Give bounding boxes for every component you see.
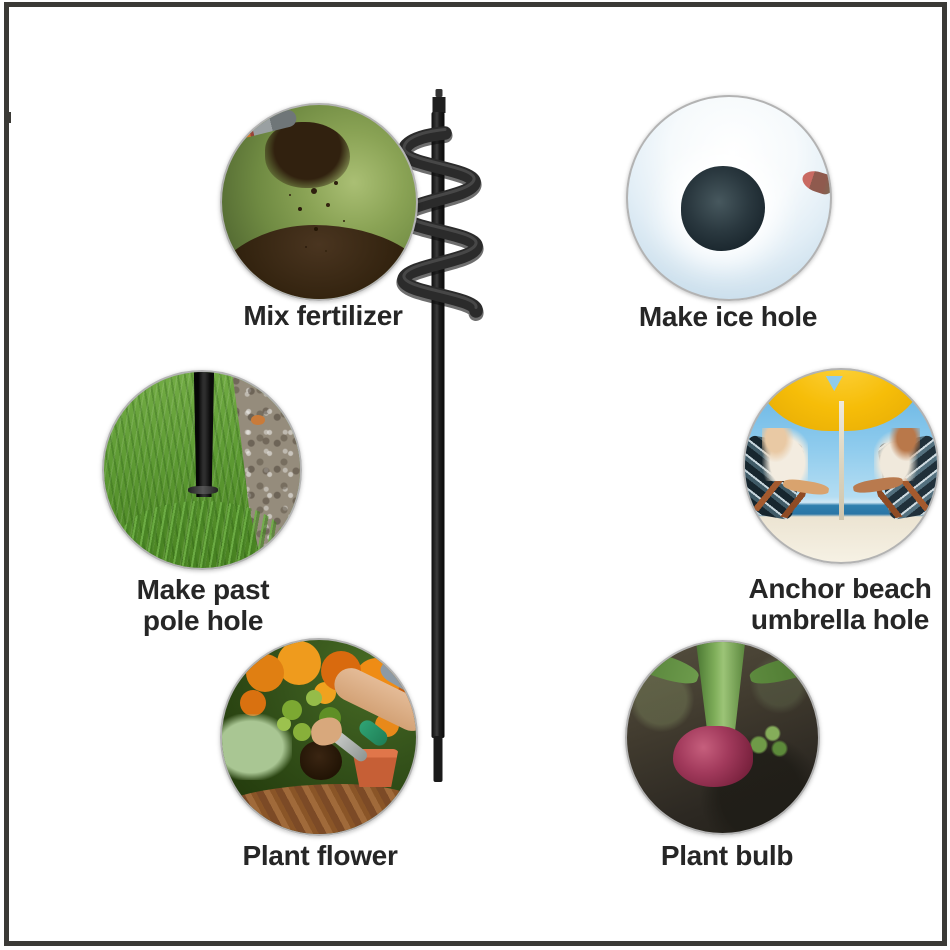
use-case-label: Make ice hole [578,301,878,332]
label-line: umbrella hole [750,604,930,635]
frame-tick-mark [7,112,11,123]
soil-debris [646,807,661,818]
root-ball-shape [299,740,343,780]
label-line: pole hole [142,605,264,636]
grass-tuft-shape [119,501,285,568]
use-case-label: Plant bulb [577,840,877,871]
mix-fertilizer-photo [220,103,418,301]
fish-tail-shape [789,272,810,289]
label-line: Make ice hole [638,301,818,332]
pole-hole-photo [102,370,302,570]
trowel-handle [356,717,391,749]
light-foliage [222,713,292,780]
woven-basket [222,783,416,834]
pebble-shape [251,415,265,425]
fish-shape [799,167,830,197]
beach-umbrella-photo [743,368,939,564]
use-case-label: Plant flower [170,840,470,871]
label-line: Mix fertilizer [243,300,403,331]
soil-mound-shape [222,225,416,299]
falling-soil-shape [264,122,351,189]
person-right [873,427,920,482]
plant-bulb-photo [625,640,820,835]
green-sprout [745,722,792,761]
ice-hole-shape [680,165,766,251]
auger-hex-tip [435,89,443,97]
plant-flower-photo [220,638,418,836]
plant-leaves [222,640,238,656]
pole-collar-shape [188,485,218,494]
label-line: Plant bulb [660,840,794,871]
label-line: Make past [136,574,270,605]
onion-bulb [672,726,754,788]
make-ice-hole-photo [626,95,832,301]
leaf-left-shape [627,642,701,690]
use-case-label: Anchor beach umbrella hole [690,573,950,635]
umbrella-pole-shape [839,400,845,520]
use-case-label: Mix fertilizer [173,300,473,331]
auger-tip [433,736,443,782]
person-left [762,427,809,482]
label-line: Anchor beach [748,573,932,604]
soil-particles [222,105,230,113]
label-line: Plant flower [242,840,398,871]
leaf-right-shape [747,646,818,689]
black-pole-shape [193,372,215,498]
auger-hex-shank [432,97,446,113]
use-case-label: Make past pole hole [53,574,353,636]
